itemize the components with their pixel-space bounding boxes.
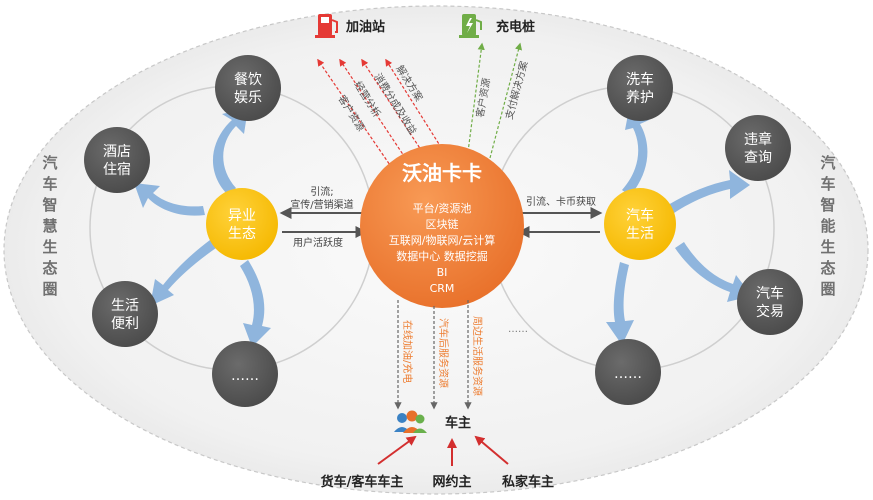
left-hub-line2: 生态: [228, 226, 256, 242]
owner-type-truck-bus: 货车/客车车主: [321, 474, 404, 490]
node-convenience[interactable]: 生活 便利: [92, 281, 158, 347]
owner-down-arrows: 在线加油/充电 汽车后服务资源 周边生活服务资源 ……: [394, 300, 528, 410]
right-hub-line1: 汽车: [626, 207, 654, 224]
node-hotel-line1: 酒店: [103, 144, 131, 160]
left-hub[interactable]: 异业 生态: [206, 188, 278, 260]
node-convenience-line1: 生活: [111, 298, 139, 314]
down-label-1: 在线加油/充电: [401, 320, 414, 383]
charging-pile-label: 充电桩: [496, 19, 535, 35]
right-side-label: 汽车智能生态圈: [820, 154, 835, 298]
owner-label: 车主: [445, 415, 471, 431]
arrow-to-carwash: [622, 104, 649, 196]
node-dining-line1: 餐饮: [234, 72, 262, 88]
left-connector-top-line1: 引流;: [310, 185, 333, 198]
left-nodes: 餐饮 娱乐 酒店 住宿 生活 便利 ……: [84, 55, 281, 407]
right-curved-arrows: [606, 104, 752, 345]
down-label-4: ……: [508, 324, 528, 335]
arrow-to-more-left: [240, 260, 271, 347]
node-carwash-line1: 洗车: [626, 71, 654, 88]
node-more-right-label: ……: [614, 366, 642, 382]
car-owner[interactable]: 车主: [394, 410, 471, 434]
arrow-to-hotel: [134, 183, 205, 216]
owner-type-private: 私家车主: [502, 474, 554, 490]
left-connector-bottom: 用户活跃度: [293, 236, 343, 249]
arrow-to-trade: [675, 242, 752, 302]
arrow-to-more-right: [606, 262, 634, 345]
charging-pile[interactable]: 充电桩: [459, 14, 535, 38]
arrow-to-convenience: [150, 240, 216, 306]
node-trade-line2: 交易: [756, 303, 784, 320]
center-feature-line: 区块链: [426, 217, 459, 231]
node-hotel-line2: 住宿: [103, 161, 131, 178]
left-side-label: 汽车智慧生态圈: [42, 154, 57, 298]
owner-type-arrows: [377, 435, 509, 466]
node-dining-line2: 娱乐: [234, 90, 262, 106]
node-hotel[interactable]: 酒店 住宿: [84, 127, 150, 193]
center-feature-line: 数据中心 数据挖掘: [396, 249, 488, 263]
charging-station-icon: [459, 14, 482, 38]
gas-station[interactable]: 加油站: [315, 14, 385, 38]
node-more-left[interactable]: ……: [212, 341, 278, 407]
arrow-to-violation: [668, 170, 750, 213]
node-dining[interactable]: 餐饮 娱乐: [215, 55, 281, 121]
right-connector-top: 引流、卡币获取: [526, 195, 596, 208]
node-violation-line1: 违章: [744, 131, 772, 148]
right-connector: 引流、卡币获取: [517, 195, 603, 238]
node-carwash-line2: 养护: [626, 90, 654, 106]
node-trade[interactable]: 汽车 交易: [737, 269, 803, 335]
arrow-to-dining: [212, 108, 248, 195]
owner-type-ride-hailing: 网约主: [432, 474, 471, 490]
node-more-left-label: ……: [231, 368, 259, 384]
node-carwash[interactable]: 洗车 养护: [607, 55, 673, 121]
users-icon: [394, 410, 427, 433]
node-convenience-line2: 便利: [111, 316, 139, 332]
left-hub-line1: 异业: [228, 208, 256, 224]
center-title: 沃油卡卡: [402, 161, 482, 185]
down-label-3: 周边生活服务资源: [471, 316, 484, 396]
center-feature-line: 互联网/物联网/云计算: [389, 233, 495, 247]
center-feature-line: BI: [437, 266, 448, 279]
down-label-2: 汽车后服务资源: [437, 318, 450, 388]
node-more-right[interactable]: ……: [595, 339, 661, 405]
node-violation-line2: 查询: [744, 150, 772, 166]
right-nodes: 洗车 养护 违章 查询 汽车 交易 ……: [595, 55, 803, 405]
right-hub-line2: 生活: [626, 226, 654, 242]
gas-pump-icon: [315, 14, 338, 38]
left-curved-arrows: [134, 108, 271, 347]
right-hub[interactable]: 汽车 生活: [604, 188, 676, 260]
left-connector: 引流; 宣传/营销渠道 用户活跃度: [279, 185, 368, 249]
gas-station-label: 加油站: [345, 19, 385, 35]
node-violation[interactable]: 违章 查询: [725, 115, 791, 181]
center-feature-line: CRM: [430, 282, 455, 295]
node-trade-line1: 汽车: [756, 285, 784, 302]
left-connector-top-line2: 宣传/营销渠道: [290, 198, 353, 211]
center-feature-line: 平台/资源池: [413, 201, 472, 215]
